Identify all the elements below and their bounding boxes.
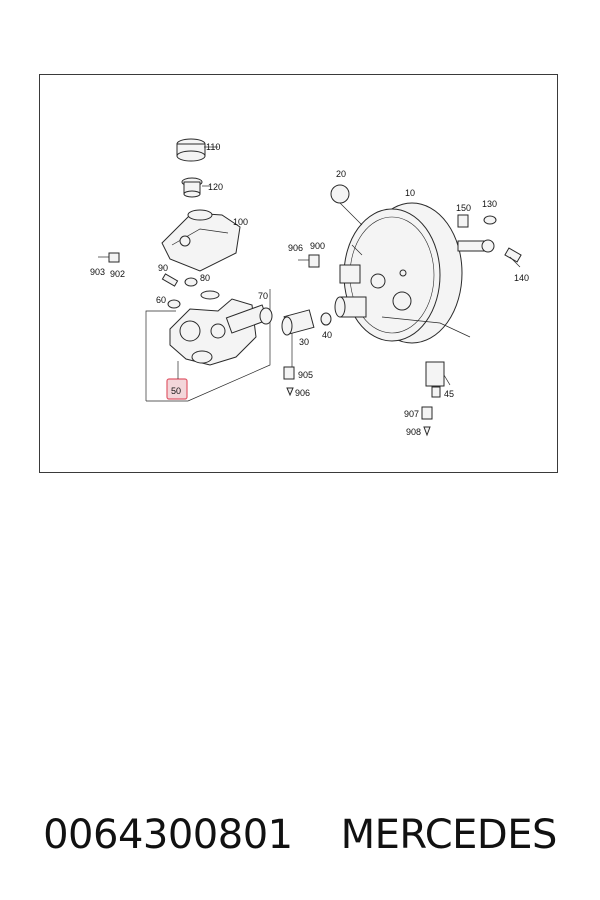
- label-906-lower[interactable]: 906: [295, 388, 310, 398]
- washer-60: [167, 299, 181, 309]
- part-number: 0064300801: [43, 812, 293, 858]
- level-sensor-plug: [98, 252, 120, 263]
- brand-name: MERCEDES: [340, 812, 558, 858]
- label-80[interactable]: 80: [200, 273, 210, 283]
- label-908[interactable]: 908: [406, 427, 421, 437]
- label-60[interactable]: 60: [156, 295, 166, 305]
- master-cylinder: [145, 289, 271, 402]
- brake-fluid-reservoir: [161, 209, 241, 272]
- sensor-45: [381, 316, 471, 398]
- label-50[interactable]: 50: [171, 386, 181, 396]
- label-906-upper[interactable]: 906: [288, 243, 303, 253]
- seal-pin: [161, 273, 198, 287]
- clip-907: [421, 406, 433, 420]
- clip-905: [283, 366, 295, 380]
- label-902[interactable]: 902: [110, 269, 125, 279]
- label-110[interactable]: 110: [206, 142, 220, 152]
- bolt-140: [504, 247, 522, 268]
- label-10[interactable]: 10: [405, 188, 415, 198]
- pressure-switch: [281, 309, 332, 367]
- exploded-view-drawing: 110 120 100 903 902 90 80: [90, 138, 529, 437]
- label-45[interactable]: 45: [444, 389, 454, 399]
- label-907[interactable]: 907: [404, 409, 419, 419]
- label-100[interactable]: 100: [233, 217, 248, 227]
- highlight-box-50[interactable]: [166, 378, 188, 400]
- filter-strainer: [181, 177, 210, 198]
- nut-130: [483, 215, 497, 225]
- o-ring-70: [259, 307, 273, 325]
- label-140[interactable]: 140: [514, 273, 529, 283]
- label-905[interactable]: 905: [298, 370, 313, 380]
- product-caption: 0064300801 MERCEDES: [0, 800, 600, 870]
- label-130[interactable]: 130: [482, 199, 497, 209]
- brake-booster: [334, 202, 495, 344]
- label-40[interactable]: 40: [322, 330, 332, 340]
- label-30[interactable]: 30: [299, 337, 309, 347]
- vacuum-hose-fitting: [330, 184, 350, 204]
- label-900[interactable]: 900: [310, 241, 325, 251]
- label-20[interactable]: 20: [336, 169, 346, 179]
- label-90[interactable]: 90: [158, 263, 168, 273]
- screw-908: [423, 426, 431, 437]
- label-120[interactable]: 120: [208, 182, 223, 192]
- reservoir-cap: [176, 138, 218, 162]
- clip-150: [457, 214, 469, 228]
- vacuum-check-valve: [298, 254, 320, 268]
- label-70[interactable]: 70: [258, 291, 268, 301]
- screw-906: [286, 387, 294, 397]
- parts-diagram: 110 120 100 903 902 90 80: [39, 74, 558, 473]
- label-903[interactable]: 903: [90, 267, 105, 277]
- label-150[interactable]: 150: [456, 203, 471, 213]
